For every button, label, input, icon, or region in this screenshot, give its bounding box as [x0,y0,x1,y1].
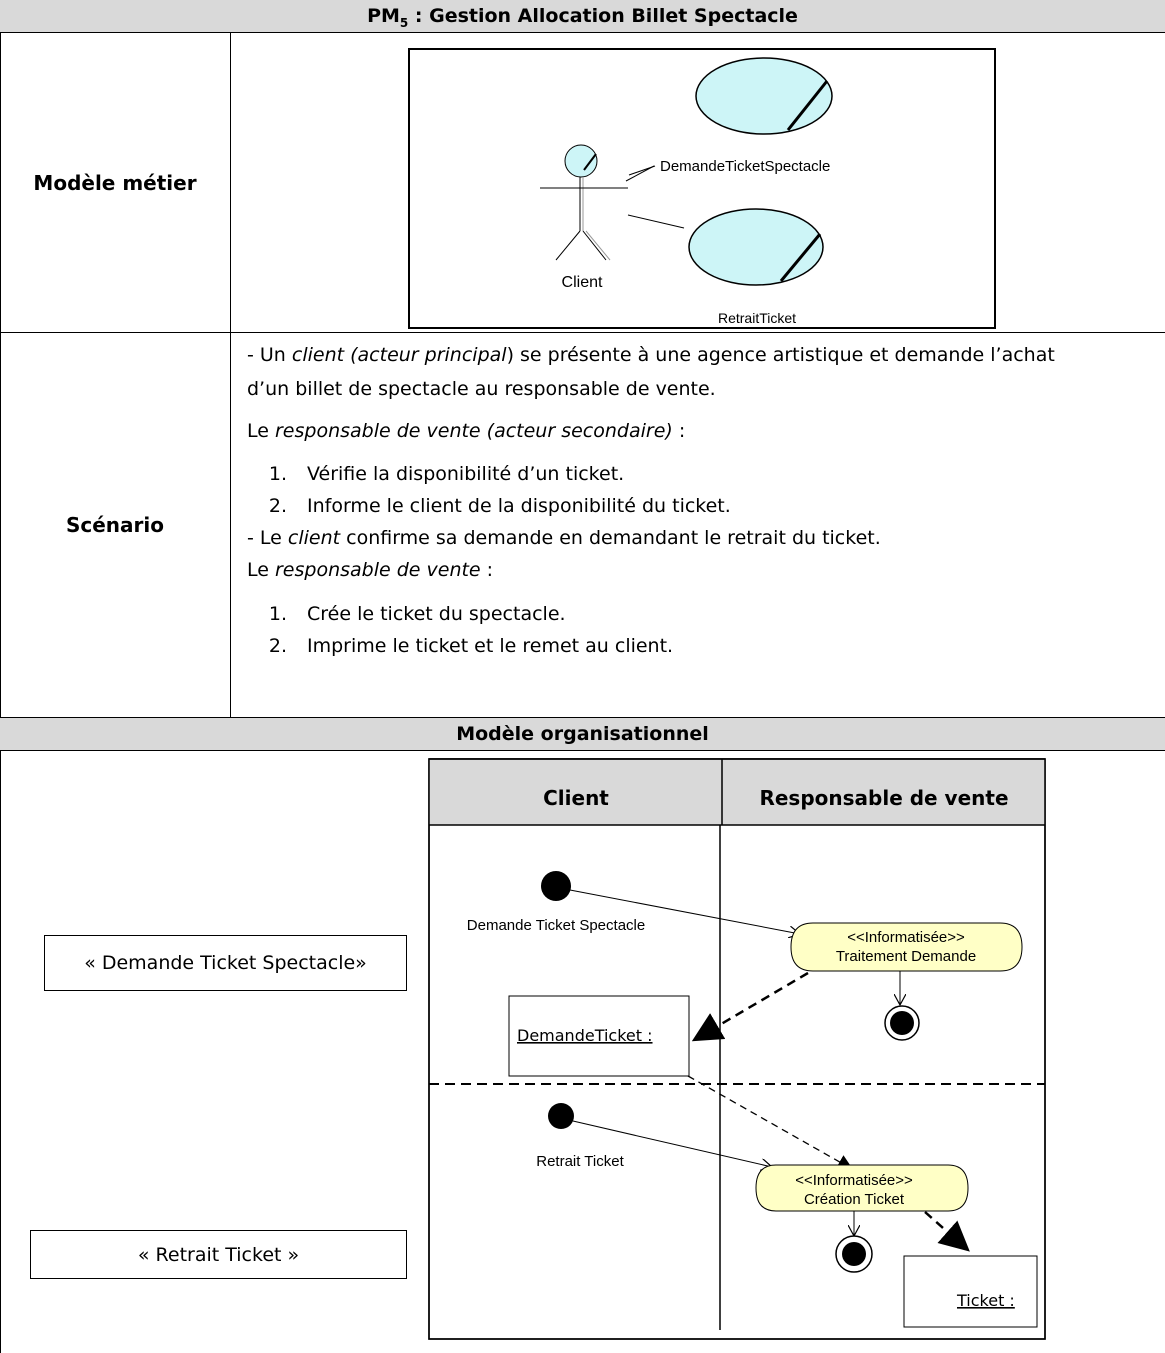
object-demandeticket-label: DemandeTicket : [517,1026,653,1045]
scenario-text: - Un [247,344,292,366]
usecase-2-ellipse [688,208,824,286]
objflow-activity2-ticket [924,1211,970,1252]
row-label-modele-metier: Modèle métier [0,33,231,333]
activity-2-stereotype: <<Informatisée>> [795,1172,913,1189]
list-text: Crée le ticket du spectacle. [307,603,566,625]
start-node-1-label: Demande Ticket Spectacle [467,917,645,934]
scenario-text: Le [247,420,275,442]
list-number: 2. [268,635,287,657]
swimlane-header-bg [429,759,1045,825]
start-node-2-label: Retrait Ticket [536,1153,624,1170]
lane-resp-header: Responsable de vente [759,786,1008,810]
list-item: 2. Informe le client de la disponibilité … [247,490,1165,522]
title-sub: 5 [399,15,409,30]
start-node-2 [548,1103,574,1129]
object-ticket-label: Ticket : [956,1291,1015,1310]
list-text: Informe le client de la disponibilité du… [307,495,731,517]
activity-diagram: Client Responsable de vente Demande Tick… [428,758,1046,1340]
title-rest: : Gestion Allocation Billet Spectacle [408,5,798,27]
flow-start2-activity2 [572,1120,772,1167]
activity-creation-ticket [755,1164,969,1212]
process-box-demande: « Demande Ticket Spectacle» [44,935,407,991]
scenario-italic: responsable de vente [274,559,481,581]
lane-client-header: Client [543,786,609,810]
scenario-italic: client [287,527,341,549]
usecase-diagram: Client DemandeTicketSpectacle RetraitTic… [408,48,996,329]
activity-2-name: Création Ticket [804,1191,905,1208]
usecase-cell [231,33,1165,333]
title-main: PM [367,5,400,27]
scenario-text: Le [247,559,275,581]
list-number: 1. [268,603,287,625]
association-1 [625,165,655,182]
process-box-retrait: « Retrait Ticket » [30,1230,407,1279]
flow-start1-activity1 [569,889,800,934]
object-ticket [903,1255,1038,1328]
scenario-line-4: - Le client confirme sa demande en deman… [247,522,1165,554]
scenario-cell: - Un client (acteur principal) se présen… [231,333,1165,718]
scenario-line-3: Le responsable de vente (acteur secondai… [247,414,1165,448]
scenario-line-1: - Un client (acteur principal) se présen… [247,338,1165,372]
scenario-text: : [480,559,494,581]
object-demandeticket [508,995,690,1077]
section-header-modele-org: Modèle organisationnel [0,718,1165,751]
objflow-demandeticket-activity2 [687,1075,854,1170]
list-number: 2. [268,495,287,517]
list-text: Vérifie la disponibilité d’un ticket. [307,463,625,485]
scenario-line-2: d’un billet de spectacle au responsable … [247,378,716,400]
scenario-list-2: 1. Crée le ticket du spectacle. 2. Imprime… [247,598,1165,662]
scenario-line-5: Le responsable de vente : [247,554,1165,586]
usecase-2-label: RetraitTicket [718,310,796,326]
usecase-1-ellipse [695,57,833,135]
association-2 [627,214,685,229]
activity-traitement-demande [790,922,1023,972]
list-item: 1. Vérifie la disponibilité d’un ticket. [247,458,1165,490]
page-title: PM5 : Gestion Allocation Billet Spectacl… [0,0,1165,33]
list-number: 1. [268,463,287,485]
actor-label: Client [562,274,603,291]
scenario-text: ) se présente à une agence artistique et… [506,344,1055,366]
activity-1-name: Traitement Demande [836,948,976,965]
scenario-text: confirme sa demande en demandant le retr… [340,527,881,549]
list-text: Imprime le ticket et le remet au client. [307,635,674,657]
start-node-1 [541,871,571,901]
list-item: 1. Crée le ticket du spectacle. [247,598,1165,630]
scenario-italic: client (acteur principal [291,344,507,366]
actor-icon [540,144,628,261]
scenario-text: : [672,420,686,442]
scenario-text: - Le [247,527,288,549]
usecase-1-label: DemandeTicketSpectacle [660,158,830,175]
scenario-list-1: 1.Vérifie la disponibilité d’un ticket. … [247,458,1165,522]
activity-1-stereotype: <<Informatisée>> [847,929,965,946]
list-item: 2. Imprime le ticket et le remet au clien… [247,630,1165,662]
row-label-scenario: Scénario [0,333,231,718]
scenario-italic: responsable de vente (acteur secondaire) [274,420,673,442]
objflow-activity1-demandeticket [691,971,809,1042]
